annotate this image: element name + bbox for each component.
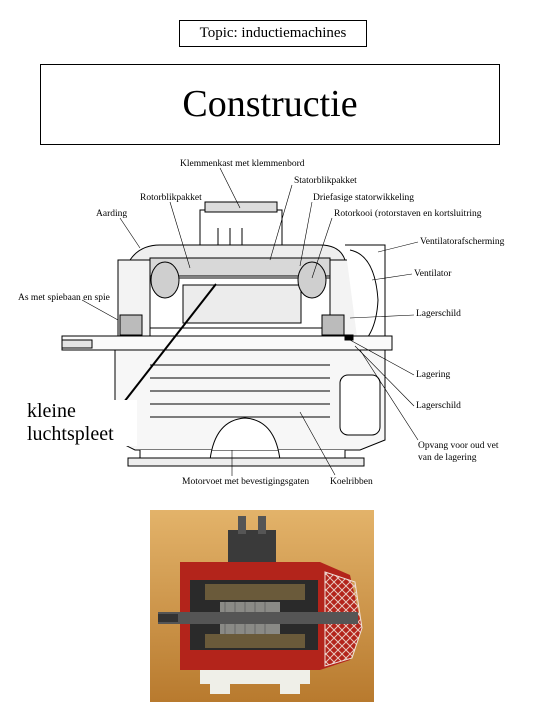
- label-lagerschild-bottom: Lagerschild: [416, 401, 461, 411]
- label-klemmenkast: Klemmenkast met klemmenbord: [180, 159, 305, 169]
- label-lagerschild-top: Lagerschild: [416, 309, 461, 319]
- label-lagering: Lagering: [416, 370, 451, 380]
- label-aarding: Aarding: [96, 209, 127, 219]
- motor-cross-section-diagram: Klemmenkast met klemmenbord Statorblikpa…: [18, 159, 505, 487]
- topic-header: Topic: inductiemachines: [179, 20, 367, 47]
- label-ventilatorafscherming: Ventilatorafscherming: [420, 236, 505, 247]
- label-statorblikpakket: Statorblikpakket: [294, 176, 357, 186]
- label-rotorkooi: Rotorkooi (rotorstaven en kortsluitring: [334, 208, 482, 219]
- air-gap-caption: kleine luchtspleet: [27, 400, 137, 446]
- label-statorwikkeling: Driefasige statorwikkeling: [313, 192, 414, 203]
- label-motorvoet: Motorvoet met bevestigingsgaten: [182, 477, 309, 487]
- label-ventilator: Ventilator: [414, 269, 452, 279]
- label-rotorblikpakket: Rotorblikpakket: [140, 193, 202, 203]
- motor-drawing: [61, 201, 393, 467]
- label-opvang-line2: van de lagering: [418, 453, 477, 463]
- label-koelribben: Koelribben: [330, 477, 373, 487]
- page-title: Constructie: [40, 64, 500, 145]
- label-as: As met spiebaan en spie: [18, 293, 110, 303]
- label-opvang-line1: Opvang voor oud vet: [418, 441, 499, 451]
- caption-line-2: luchtspleet: [27, 423, 114, 445]
- motor-cutaway-photo: [150, 510, 374, 702]
- caption-line-1: kleine: [27, 400, 76, 422]
